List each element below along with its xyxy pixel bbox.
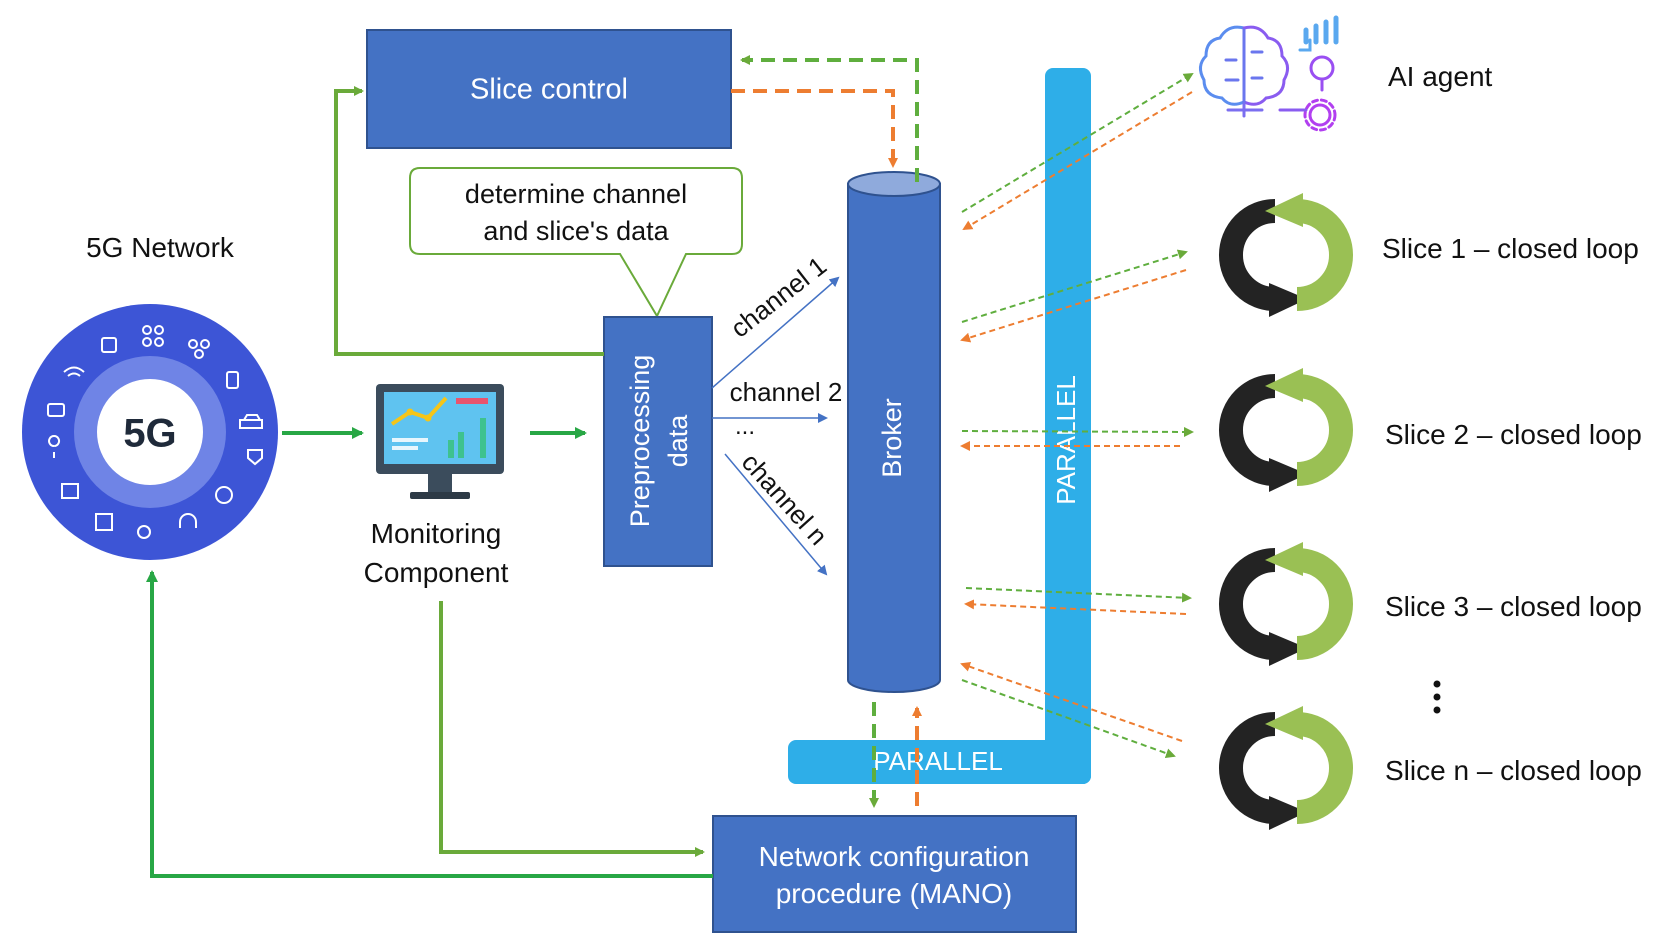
callout-bubble <box>409 167 743 319</box>
car-icon <box>239 414 263 429</box>
closed-loop-icon <box>1219 368 1353 492</box>
monitoring-label-line1: Monitoring <box>371 518 502 549</box>
slice-control-box <box>366 29 732 149</box>
arrow-preprocessing-to-slice-control <box>334 86 604 356</box>
dashed-arrow-broker-to-slice-control <box>740 55 919 182</box>
preprocessing-label-line2: data <box>663 414 693 468</box>
parallel-bar-horizontal <box>788 740 1091 784</box>
qr-code-icon <box>95 513 113 531</box>
arrow-mano-to-5g <box>146 570 713 878</box>
slice-3-label: Slice 3 – closed loop <box>1385 591 1642 622</box>
parallel-horizontal-label: PARALLEL <box>873 746 1003 776</box>
monitoring-label-line2: Component <box>364 557 509 588</box>
dashed-slice-n-to-broker <box>960 661 1183 742</box>
shield-icon <box>247 449 263 466</box>
channel-n-arrow <box>724 453 828 576</box>
tablet-icon <box>226 371 239 389</box>
closed-loop-icon <box>1219 706 1353 830</box>
dashed-broker-to-slice-3 <box>965 587 1192 603</box>
more-slices-ellipsis <box>1433 680 1441 714</box>
parallel-bar-vertical <box>1045 68 1091 784</box>
slice-2-label: Slice 2 – closed loop <box>1385 419 1642 450</box>
mano-label-line2: procedure (MANO) <box>776 878 1013 909</box>
location-pin-icon <box>48 435 61 458</box>
dashed-slice-3-to-broker <box>964 599 1187 615</box>
dashed-slice-1-to-broker <box>960 269 1187 343</box>
ai-agent-label: AI agent <box>1388 61 1493 92</box>
ai-agent-icon <box>1199 15 1339 132</box>
network-nodes-icon <box>188 339 210 359</box>
broker-label: Broker <box>877 398 907 478</box>
voice-icon <box>137 525 151 539</box>
5g-network-label: 5G Network <box>86 232 235 263</box>
channel-1-arrow <box>711 276 840 389</box>
wifi-icon <box>63 366 85 377</box>
channel-ellipsis: ... <box>735 413 755 440</box>
headphones-icon <box>179 513 197 528</box>
closed-loop-icon <box>1219 542 1353 666</box>
dashed-broker-to-slice-1 <box>961 249 1188 323</box>
dashed-ai-agent-to-broker <box>962 91 1193 231</box>
download-icon <box>101 337 117 353</box>
broker-cylinder <box>847 171 941 693</box>
chip-icon <box>61 483 79 499</box>
drone-icon <box>142 325 164 347</box>
5g-badge: 5G <box>123 412 176 456</box>
slice-control-label: Slice control <box>470 74 628 106</box>
mano-label-line1: Network configuration <box>759 841 1030 872</box>
arrow-monitoring-to-mano <box>439 601 705 857</box>
preprocessing-label-line1: Preprocessing <box>625 355 655 528</box>
dashed-broker-to-slice-n <box>961 679 1176 759</box>
dashed-arrow-slice-control-to-broker <box>731 89 898 168</box>
slice-1-label: Slice 1 – closed loop <box>1382 233 1639 264</box>
callout-text-line2: and slice's data <box>483 216 669 246</box>
5g-network-ring <box>22 304 278 560</box>
preprocessing-box <box>603 316 713 567</box>
monitor-icon <box>376 384 504 499</box>
brain-icon <box>215 486 233 504</box>
callout-text-line1: determine channel <box>465 179 687 209</box>
parallel-vertical-label: PARALLEL <box>1051 375 1081 505</box>
dashed-broker-to-slice-2 <box>961 426 1194 437</box>
gps-icon <box>47 403 65 417</box>
mano-box <box>712 815 1077 933</box>
channel-2-label: channel 2 <box>730 377 843 407</box>
dashed-broker-to-ai-agent <box>961 72 1194 213</box>
closed-loop-icon <box>1219 193 1353 317</box>
slice-n-label: Slice n – closed loop <box>1385 755 1642 786</box>
channel-n-label: channel n <box>736 447 834 551</box>
